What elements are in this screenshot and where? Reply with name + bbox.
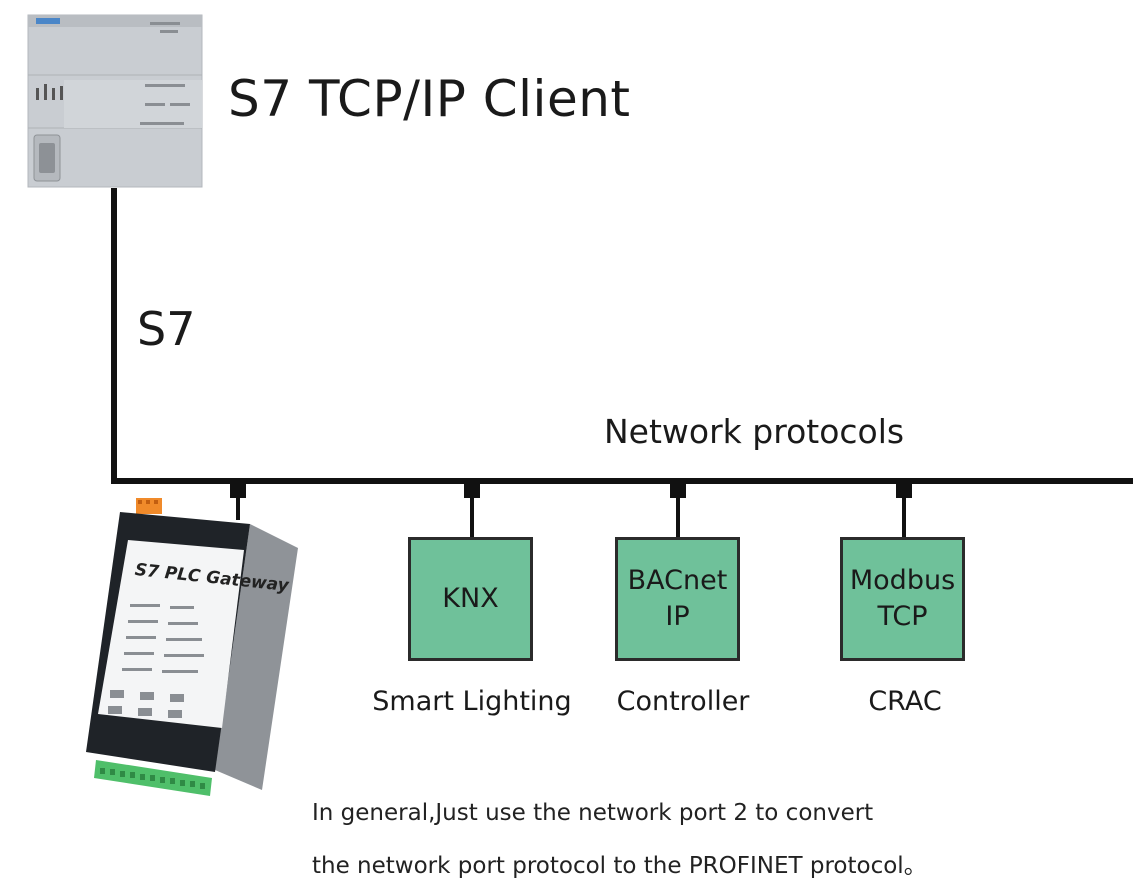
client-title: S7 TCP/IP Client — [228, 70, 631, 128]
plc-device-image — [27, 14, 203, 188]
gateway-device-image — [86, 498, 298, 796]
device-modbus-line2: TCP — [877, 601, 928, 632]
note-line-1: In general,Just use the network port 2 t… — [312, 800, 874, 826]
note-line-2: the network port protocol to the PROFINE… — [312, 853, 927, 879]
network-bus-label: Network protocols — [604, 412, 905, 451]
bus-connector-modbus — [896, 484, 912, 538]
device-modbus-line1: Modbus — [849, 565, 956, 596]
device-box-bacnet: BACnet IP — [615, 537, 740, 661]
device-bacnet-line1: BACnet — [627, 565, 728, 596]
s7-link-label: S7 — [137, 302, 196, 356]
caption-crac: CRAC — [868, 686, 942, 717]
device-box-modbus: Modbus TCP — [840, 537, 965, 661]
bus-connector-gateway — [230, 484, 246, 520]
caption-smart-lighting: Smart Lighting — [372, 686, 572, 717]
device-knx-line1: KNX — [442, 583, 499, 614]
caption-controller: Controller — [616, 686, 750, 717]
device-box-knx: KNX — [408, 537, 533, 661]
bus-connector-bacnet — [670, 484, 686, 538]
device-bacnet-line2: IP — [665, 601, 690, 632]
bus-connector-knx — [464, 484, 480, 538]
